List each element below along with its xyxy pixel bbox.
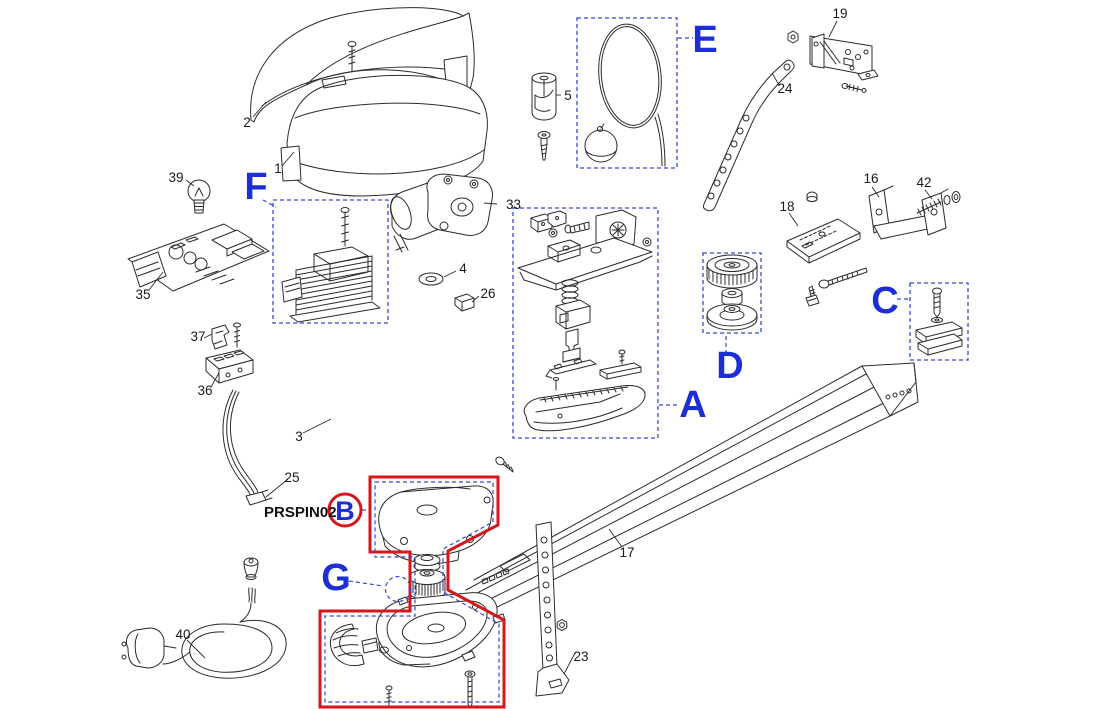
part-label-1: 1 [274, 161, 282, 176]
clip-part [211, 322, 241, 350]
spacer-block-part [454, 293, 475, 312]
part-label-17: 17 [619, 545, 634, 560]
highlight-outline-blue [324, 481, 500, 703]
d-callout-box [702, 252, 762, 334]
release-cord-part [584, 23, 666, 167]
part-label-37: 37 [190, 329, 205, 344]
screw-long-b [464, 670, 476, 709]
e-callout-box [576, 17, 678, 169]
a-callout-box [512, 207, 659, 439]
gear-housing-part [375, 592, 506, 668]
part-label-16: 16 [863, 171, 878, 186]
g-callout-circle [384, 575, 412, 603]
g-connector-line [348, 580, 384, 587]
spring-screw-part [916, 191, 961, 216]
carriage-bolt-part [818, 267, 868, 289]
wire-harness-part [222, 389, 273, 506]
hex-bolt-part [805, 285, 820, 307]
callout-letter-b: B [335, 496, 355, 526]
part-label-40: 40 [175, 627, 190, 642]
callout-letter-g: G [321, 557, 351, 599]
part-label-3: 3 [295, 429, 303, 444]
cable-clamp-part [329, 623, 379, 667]
screw-top-b [495, 456, 514, 473]
coupling-sleeve-part [531, 72, 557, 161]
part-label-42: 42 [916, 175, 931, 190]
header-bracket-part [809, 33, 879, 93]
product-code-label: PRSPIN02 [264, 504, 337, 521]
part-number-labels: 2 1 39 35 37 36 25 40 3 4 26 33 5 24 19 … [135, 6, 931, 664]
chain-tensioner-part [915, 287, 963, 356]
screw-small-b [385, 685, 393, 706]
callout-letter-f: F [244, 166, 267, 208]
motor-part [389, 173, 493, 253]
part-label-19: 19 [832, 6, 847, 21]
leader-lines [148, 20, 933, 675]
part-label-25: 25 [284, 470, 299, 485]
highlight-outline-red [318, 475, 506, 709]
pulley-gear-part [706, 254, 758, 331]
f-callout-box [272, 199, 389, 324]
part-label-26: 26 [480, 286, 495, 301]
part-label-18: 18 [779, 199, 794, 214]
callout-letter-a: A [679, 384, 706, 426]
terminal-block-part [205, 349, 254, 384]
f-connector-line [262, 199, 277, 208]
part-label-2: 2 [243, 115, 251, 130]
part-label-35: 35 [135, 287, 150, 302]
light-bulb-part [187, 179, 211, 214]
circuit-board-part [127, 223, 270, 292]
rail-part [445, 362, 919, 633]
transformer-part [281, 207, 381, 323]
b-callout-circle [327, 492, 363, 528]
u-bracket-part [868, 185, 949, 240]
housing-body-part [280, 41, 488, 197]
part-label-4: 4 [459, 261, 467, 276]
washer-part [418, 272, 444, 286]
curved-arm-part [702, 30, 799, 212]
flat-bracket-part [786, 191, 861, 264]
part-label-5: 5 [564, 88, 572, 103]
part-label-36: 36 [197, 383, 212, 398]
part-label-23: 23 [573, 649, 588, 664]
c-callout-box [909, 282, 969, 361]
part-label-24: 24 [777, 81, 793, 96]
callout-letter-d: D [716, 345, 743, 387]
callout-letters: F E A D C G B [244, 19, 898, 599]
callout-letter-c: C [871, 280, 898, 322]
part-label-33: 33 [506, 197, 521, 212]
part-label-39: 39 [168, 170, 183, 185]
door-bracket-part [535, 521, 570, 697]
callout-letter-e: E [692, 19, 717, 61]
limit-switch-assembly [517, 209, 653, 432]
power-cord-part [121, 557, 287, 679]
